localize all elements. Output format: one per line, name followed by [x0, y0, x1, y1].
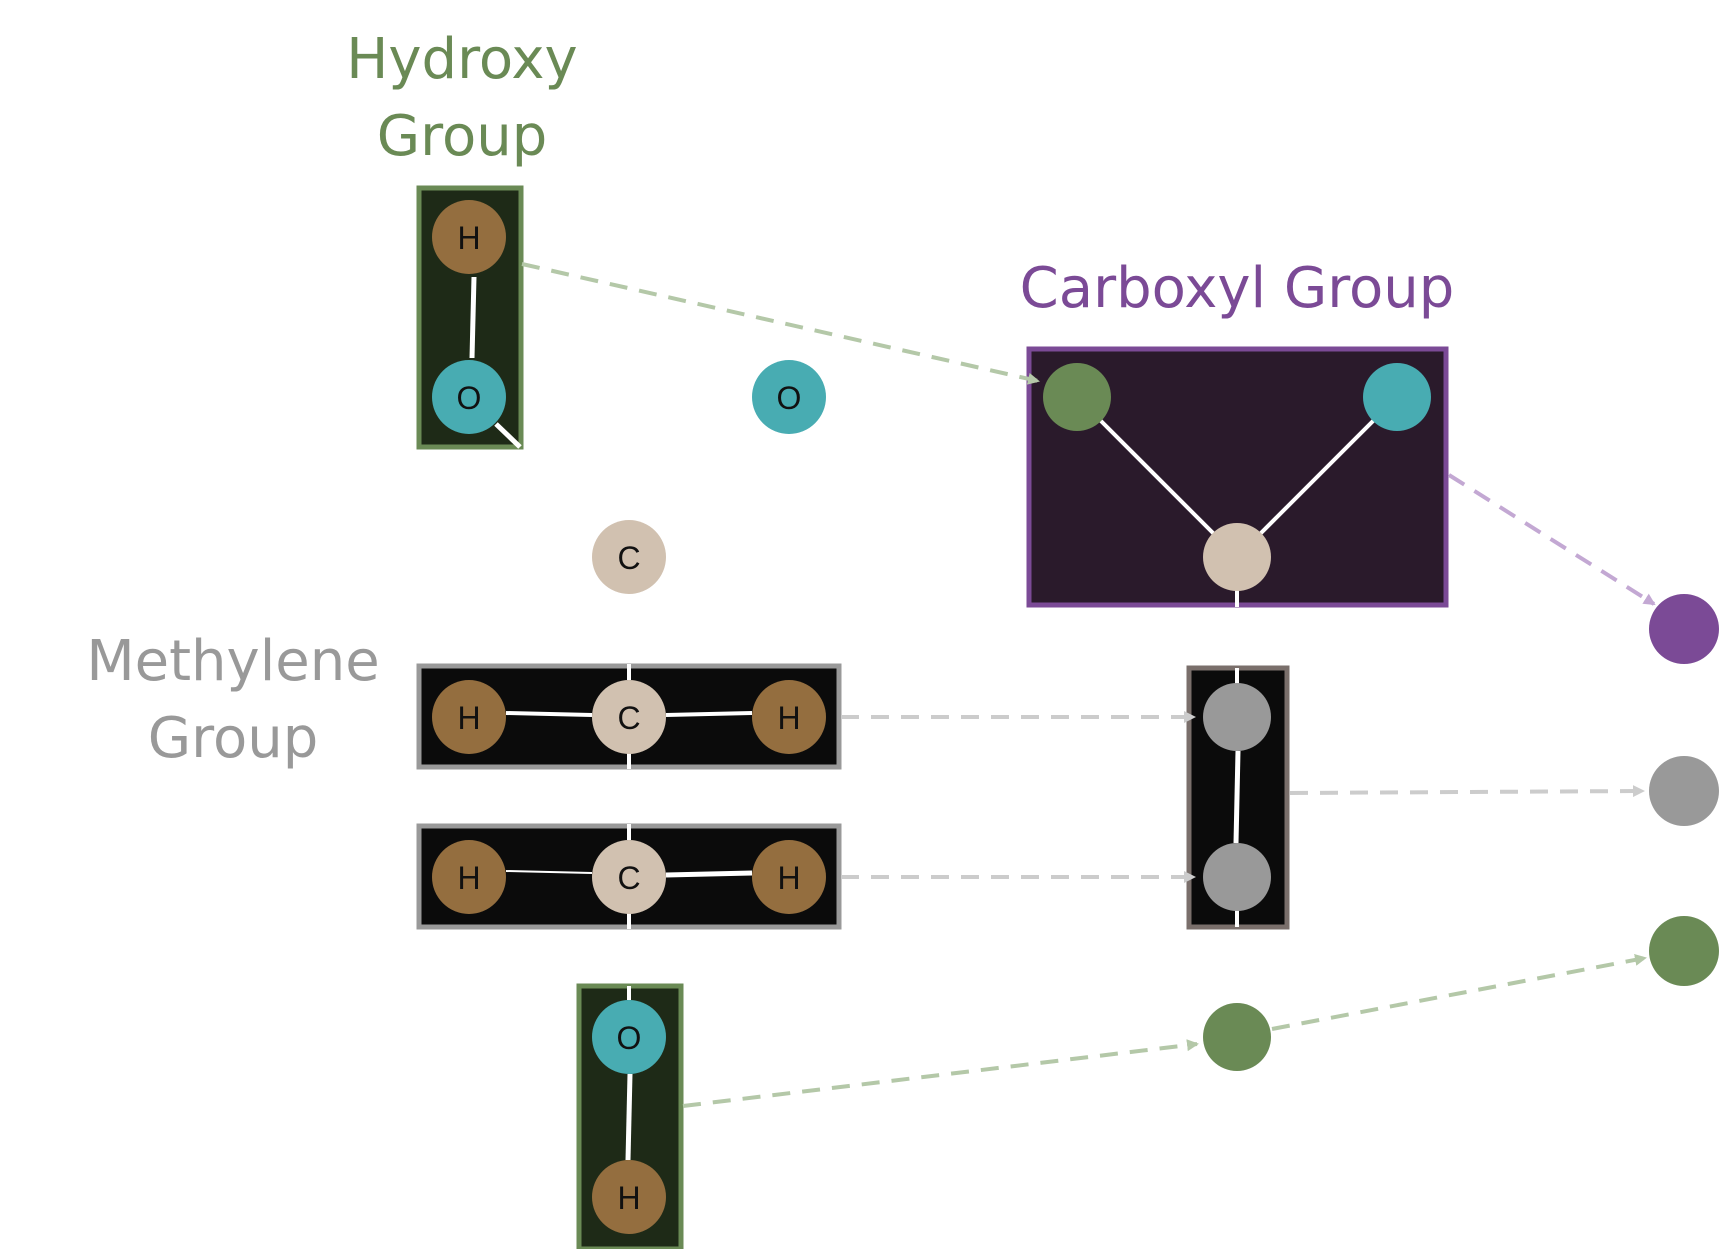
hydroxy-group-bottom: O H: [576, 983, 684, 1252]
hydrogen-atom: H: [432, 840, 506, 914]
bond-o-h: [625, 1073, 633, 1161]
pooled-methylene-group: [1186, 665, 1290, 930]
hydroxy-group-top: H O: [416, 185, 524, 450]
purple-output-node: [1649, 594, 1719, 664]
gray-node: [1203, 683, 1271, 751]
svg-text:C: C: [617, 540, 640, 576]
hydrogen-atom: H: [432, 680, 506, 754]
hydroxy-label-line1: Hydroxy: [346, 27, 577, 92]
oxygen-atom: O: [592, 1000, 666, 1074]
carboxyl-label: Carboxyl Group: [1020, 256, 1455, 321]
arrow-carboxyl-to-output: [1447, 473, 1656, 606]
carboxyl-hydroxy-node: [1043, 363, 1111, 431]
bond-o-out: [494, 422, 522, 449]
arrow-pool-to-output: [1289, 785, 1645, 798]
free-oxygen-atom: O: [752, 360, 826, 434]
gray-output-node: [1649, 756, 1719, 826]
oxygen-atom: O: [432, 360, 506, 434]
methylene-label-line2: Group: [148, 706, 319, 771]
hydrogen-atom: H: [752, 840, 826, 914]
svg-text:H: H: [777, 700, 800, 736]
svg-text:O: O: [777, 380, 802, 416]
hydrogen-atom: H: [592, 1160, 666, 1234]
carbon-atom: C: [592, 840, 666, 914]
hydroxy-label-line2: Group: [377, 104, 548, 169]
bond-h-o: [469, 276, 477, 359]
carboxyl-carbon-node: [1203, 523, 1271, 591]
bond-c-h: [665, 870, 753, 878]
carboxyl-oxygen-node: [1363, 363, 1431, 431]
bond-left: [1075, 395, 1239, 559]
bond-c-h: [665, 711, 753, 717]
svg-text:O: O: [457, 380, 482, 416]
methylene-label-line1: Methylene: [86, 629, 379, 694]
carbon-atom: C: [592, 680, 666, 754]
hydrogen-atom: H: [432, 200, 506, 274]
bond-h-c: [505, 711, 593, 717]
svg-text:C: C: [617, 700, 640, 736]
bond-h-c: [505, 870, 593, 874]
gray-node: [1203, 843, 1271, 911]
arrow-hydroxy-bottom-to-node: [682, 1039, 1199, 1108]
svg-text:C: C: [617, 860, 640, 896]
green-node: [1203, 1003, 1271, 1071]
svg-text:H: H: [777, 860, 800, 896]
svg-text:H: H: [457, 220, 480, 256]
hydrogen-atom: H: [752, 680, 826, 754]
green-output-node: [1649, 916, 1719, 986]
svg-text:H: H: [457, 860, 480, 896]
free-carbon-atom: C: [592, 520, 666, 594]
carboxyl-group: [1026, 346, 1449, 608]
methylene-group-2: H C H: [416, 823, 842, 930]
methylene-group-1: H C H: [416, 663, 842, 770]
bond-right: [1235, 395, 1399, 559]
svg-text:O: O: [617, 1020, 642, 1056]
svg-text:H: H: [457, 700, 480, 736]
svg-text:H: H: [617, 1180, 640, 1216]
arrow-node-to-green-output: [1271, 953, 1647, 1031]
